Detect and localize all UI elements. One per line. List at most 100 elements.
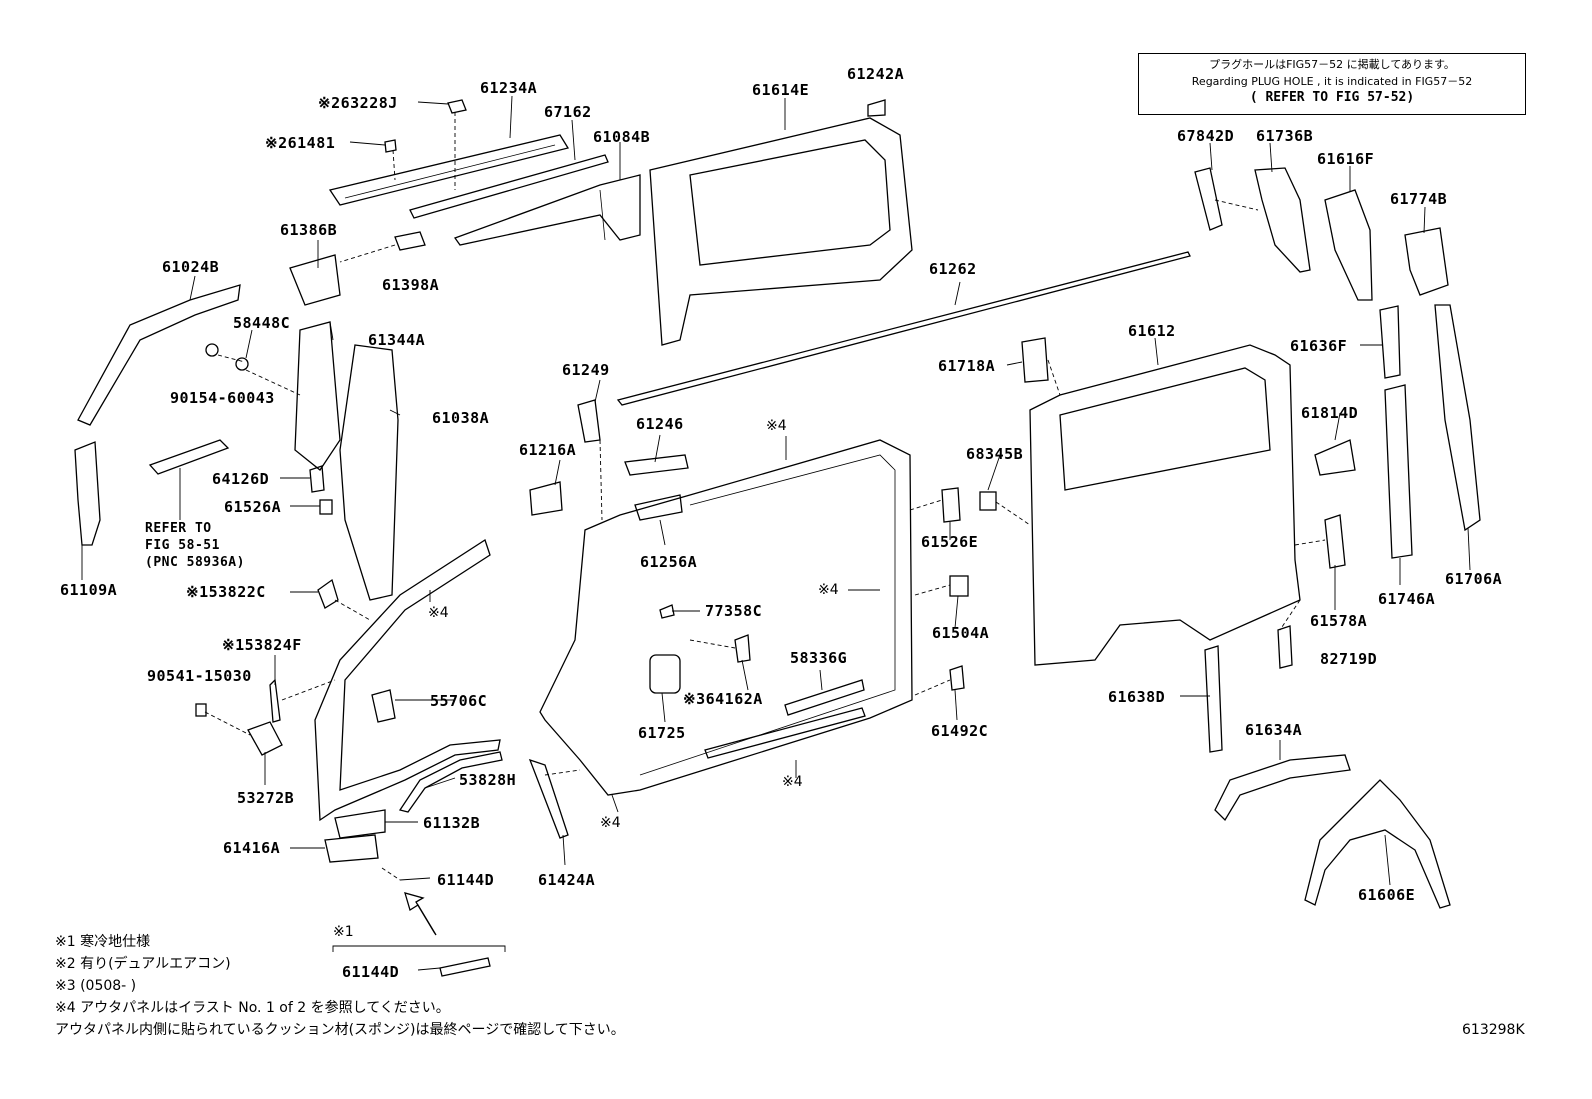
label-90154-60043: 90154-60043 [170, 389, 275, 407]
label-61216a: 61216A [519, 441, 577, 459]
label-61638d: 61638D [1108, 688, 1166, 706]
label-61242a: 61242A [847, 65, 905, 83]
label-68345b: 68345B [966, 445, 1024, 463]
part-77358c-clip [659, 604, 675, 619]
part-61718a-bracket [1021, 337, 1049, 383]
part-64126d-clip [309, 465, 325, 493]
part-61736b-pillar [1254, 167, 1311, 273]
part-61344a-pillar [294, 321, 341, 471]
label-61398a: 61398A [382, 276, 440, 294]
label-53822c: ※153822C [186, 583, 266, 601]
part-53824f-clip [269, 678, 281, 723]
label-77358c: 77358C [705, 602, 763, 620]
part-58336g-molding [784, 679, 865, 716]
part-53828h-liner [398, 751, 503, 813]
label-61725: 61725 [638, 724, 686, 742]
part-61256a-bracket [634, 494, 683, 521]
part-61481-clip [384, 139, 397, 153]
label-61614e: 61614E [752, 81, 810, 99]
label-61706a: 61706A [1445, 570, 1503, 588]
footnote-1: ※1 寒冷地仕様 [55, 934, 151, 950]
label-61249: 61249 [562, 361, 610, 379]
part-61612-quarter-panel [1029, 344, 1301, 666]
label-58448c: 58448C [233, 314, 291, 332]
part-61024b-pillar [77, 284, 241, 426]
label-61246: 61246 [636, 415, 684, 433]
part-61132b-step [334, 809, 386, 839]
refer-note-line3: (PNC 58936A) [145, 555, 245, 570]
label-61344a: 61344A [368, 331, 426, 349]
part-61144d-strip [439, 957, 491, 977]
part-rocker-molding [704, 707, 866, 759]
label-61526a: 61526A [224, 498, 282, 516]
reference-box: プラグホールはFIG57－52 に掲載してあります。 Regarding PLU… [1138, 53, 1526, 115]
part-61774b-bracket [1404, 227, 1449, 296]
part-61216a-bracket [529, 481, 563, 516]
part-61638d-pillar [1204, 645, 1223, 753]
note4-marker-top: ※4 [766, 418, 787, 434]
label-61144d: 61144D [437, 871, 495, 889]
label-61606e: 61606E [1358, 886, 1416, 904]
footnote-2: ※2 有り(デュアルエアコン) [55, 956, 231, 972]
part-61249-bracket [577, 399, 601, 443]
label-61774b: 61774B [1390, 190, 1448, 208]
part-61814d-bracket [1314, 439, 1356, 476]
label-61814d: 61814D [1301, 404, 1359, 422]
label-61144d-lower: 61144D [342, 963, 400, 981]
label-61718a: 61718A [938, 357, 996, 375]
footnote-3: ※3 (0508- ) [55, 978, 137, 994]
part-61616f-pillar [1324, 189, 1373, 301]
part-sliding-door-frame [539, 439, 913, 796]
part-61262-molding [616, 251, 1191, 406]
part-61634a-wheelhouse [1214, 754, 1351, 822]
label-61578a: 61578A [1310, 612, 1368, 630]
label-61612: 61612 [1128, 322, 1176, 340]
label-61024b: 61024B [162, 258, 220, 276]
label-55706c: 55706C [430, 692, 488, 710]
label-61481: ※261481 [265, 134, 336, 152]
footnote-5: アウタパネル内側に貼られているクッション材(スポンジ)は最終ページで確認して下さ… [55, 1022, 625, 1038]
arrow-indicator [404, 892, 437, 936]
assembly-lines [204, 112, 1326, 881]
label-61416a: 61416A [223, 839, 281, 857]
part-61424a-strip [528, 758, 569, 839]
leader-lines [81, 95, 1471, 971]
note4-marker-bottom: ※4 [600, 815, 621, 831]
footnote-4: ※4 アウタパネルはイラスト No. 1 of 2 を参照してください。 [55, 1000, 450, 1016]
label-61492c: 61492C [931, 722, 989, 740]
part-90541-bolt [195, 703, 207, 717]
part-53272b-hinge [247, 721, 283, 756]
note4-marker-left: ※4 [428, 605, 449, 621]
part-68345b-plug [979, 491, 997, 511]
label-61084b: 61084B [593, 128, 651, 146]
part-61386b-bracket [289, 254, 341, 306]
label-61746a: 61746A [1378, 590, 1436, 608]
label-61132b: 61132B [423, 814, 481, 832]
part-61242a-clip [867, 99, 886, 117]
label-61616f: 61616F [1317, 150, 1375, 168]
figure-id: 613298K [1462, 1022, 1525, 1038]
label-61386b: 61386B [280, 221, 338, 239]
note1-marker: ※1 [333, 924, 354, 940]
part-61606e-wheelhouse [1304, 779, 1451, 909]
label-53828h: 53828H [459, 771, 517, 789]
part-58448c-nut [235, 357, 249, 371]
label-61234a: 61234A [480, 79, 538, 97]
part-64162a-bracket [734, 634, 751, 663]
part-61084b-bracket [453, 174, 641, 246]
label-82719d: 82719D [1320, 650, 1378, 668]
part-61038a-pillar [339, 344, 399, 601]
part-55706c-bracket [371, 689, 396, 723]
part-61398a-bracket [394, 231, 426, 251]
reference-refer: ( REFER TO FIG 57-52) [1249, 90, 1415, 105]
label-61526e: 61526E [921, 533, 979, 551]
part-61578a-bracket [1324, 514, 1346, 569]
refer-note-line2: FIG 58-51 [145, 538, 220, 553]
part-61246-bracket [624, 454, 689, 476]
label-67162: 67162 [544, 103, 592, 121]
part-53822c-seal [317, 578, 339, 609]
part-61492c-clip [949, 665, 965, 691]
part-63228j-clip [447, 99, 467, 114]
part-67842d-bracket [1194, 167, 1223, 231]
